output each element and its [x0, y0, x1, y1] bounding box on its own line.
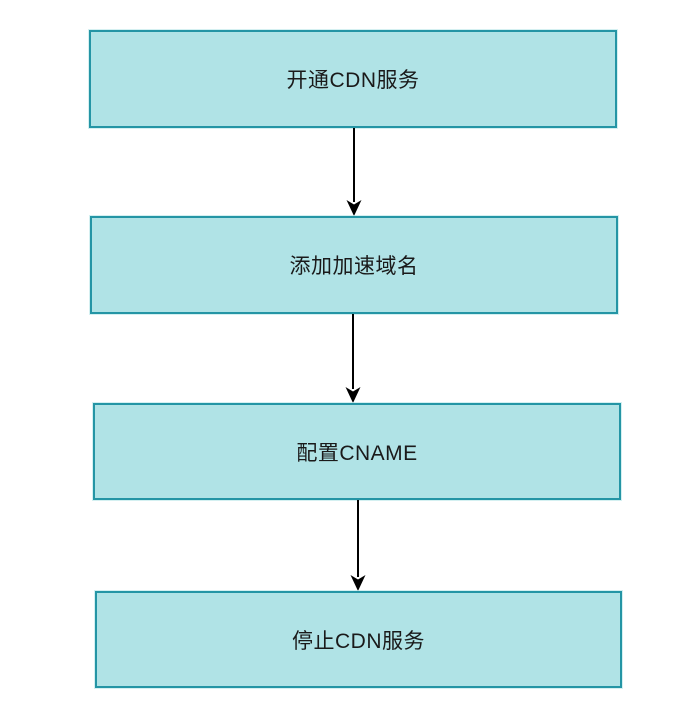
- arrowhead-down-icon: [350, 575, 366, 591]
- flow-node-configure-cname: 配置CNAME: [93, 403, 621, 500]
- flow-node-label: 配置CNAME: [296, 441, 418, 465]
- arrow-shaft: [353, 128, 355, 202]
- arrowhead-down-icon: [346, 200, 362, 216]
- flow-arrow-3-4: [350, 500, 366, 591]
- flow-node-enable-cdn: 开通CDN服务: [89, 30, 617, 128]
- flow-node-stop-cdn: 停止CDN服务: [95, 591, 622, 688]
- flow-node-label: 添加加速域名: [289, 255, 419, 278]
- flow-node-label: 停止CDN服务: [292, 629, 425, 653]
- arrow-shaft: [352, 314, 354, 389]
- flow-node-label: 开通CDN服务: [286, 69, 420, 92]
- flow-node-add-domain: 添加加速域名: [90, 216, 618, 314]
- flow-arrow-2-3: [345, 314, 361, 403]
- flow-arrow-1-2: [346, 128, 362, 216]
- arrow-shaft: [357, 500, 359, 577]
- arrowhead-down-icon: [345, 387, 361, 403]
